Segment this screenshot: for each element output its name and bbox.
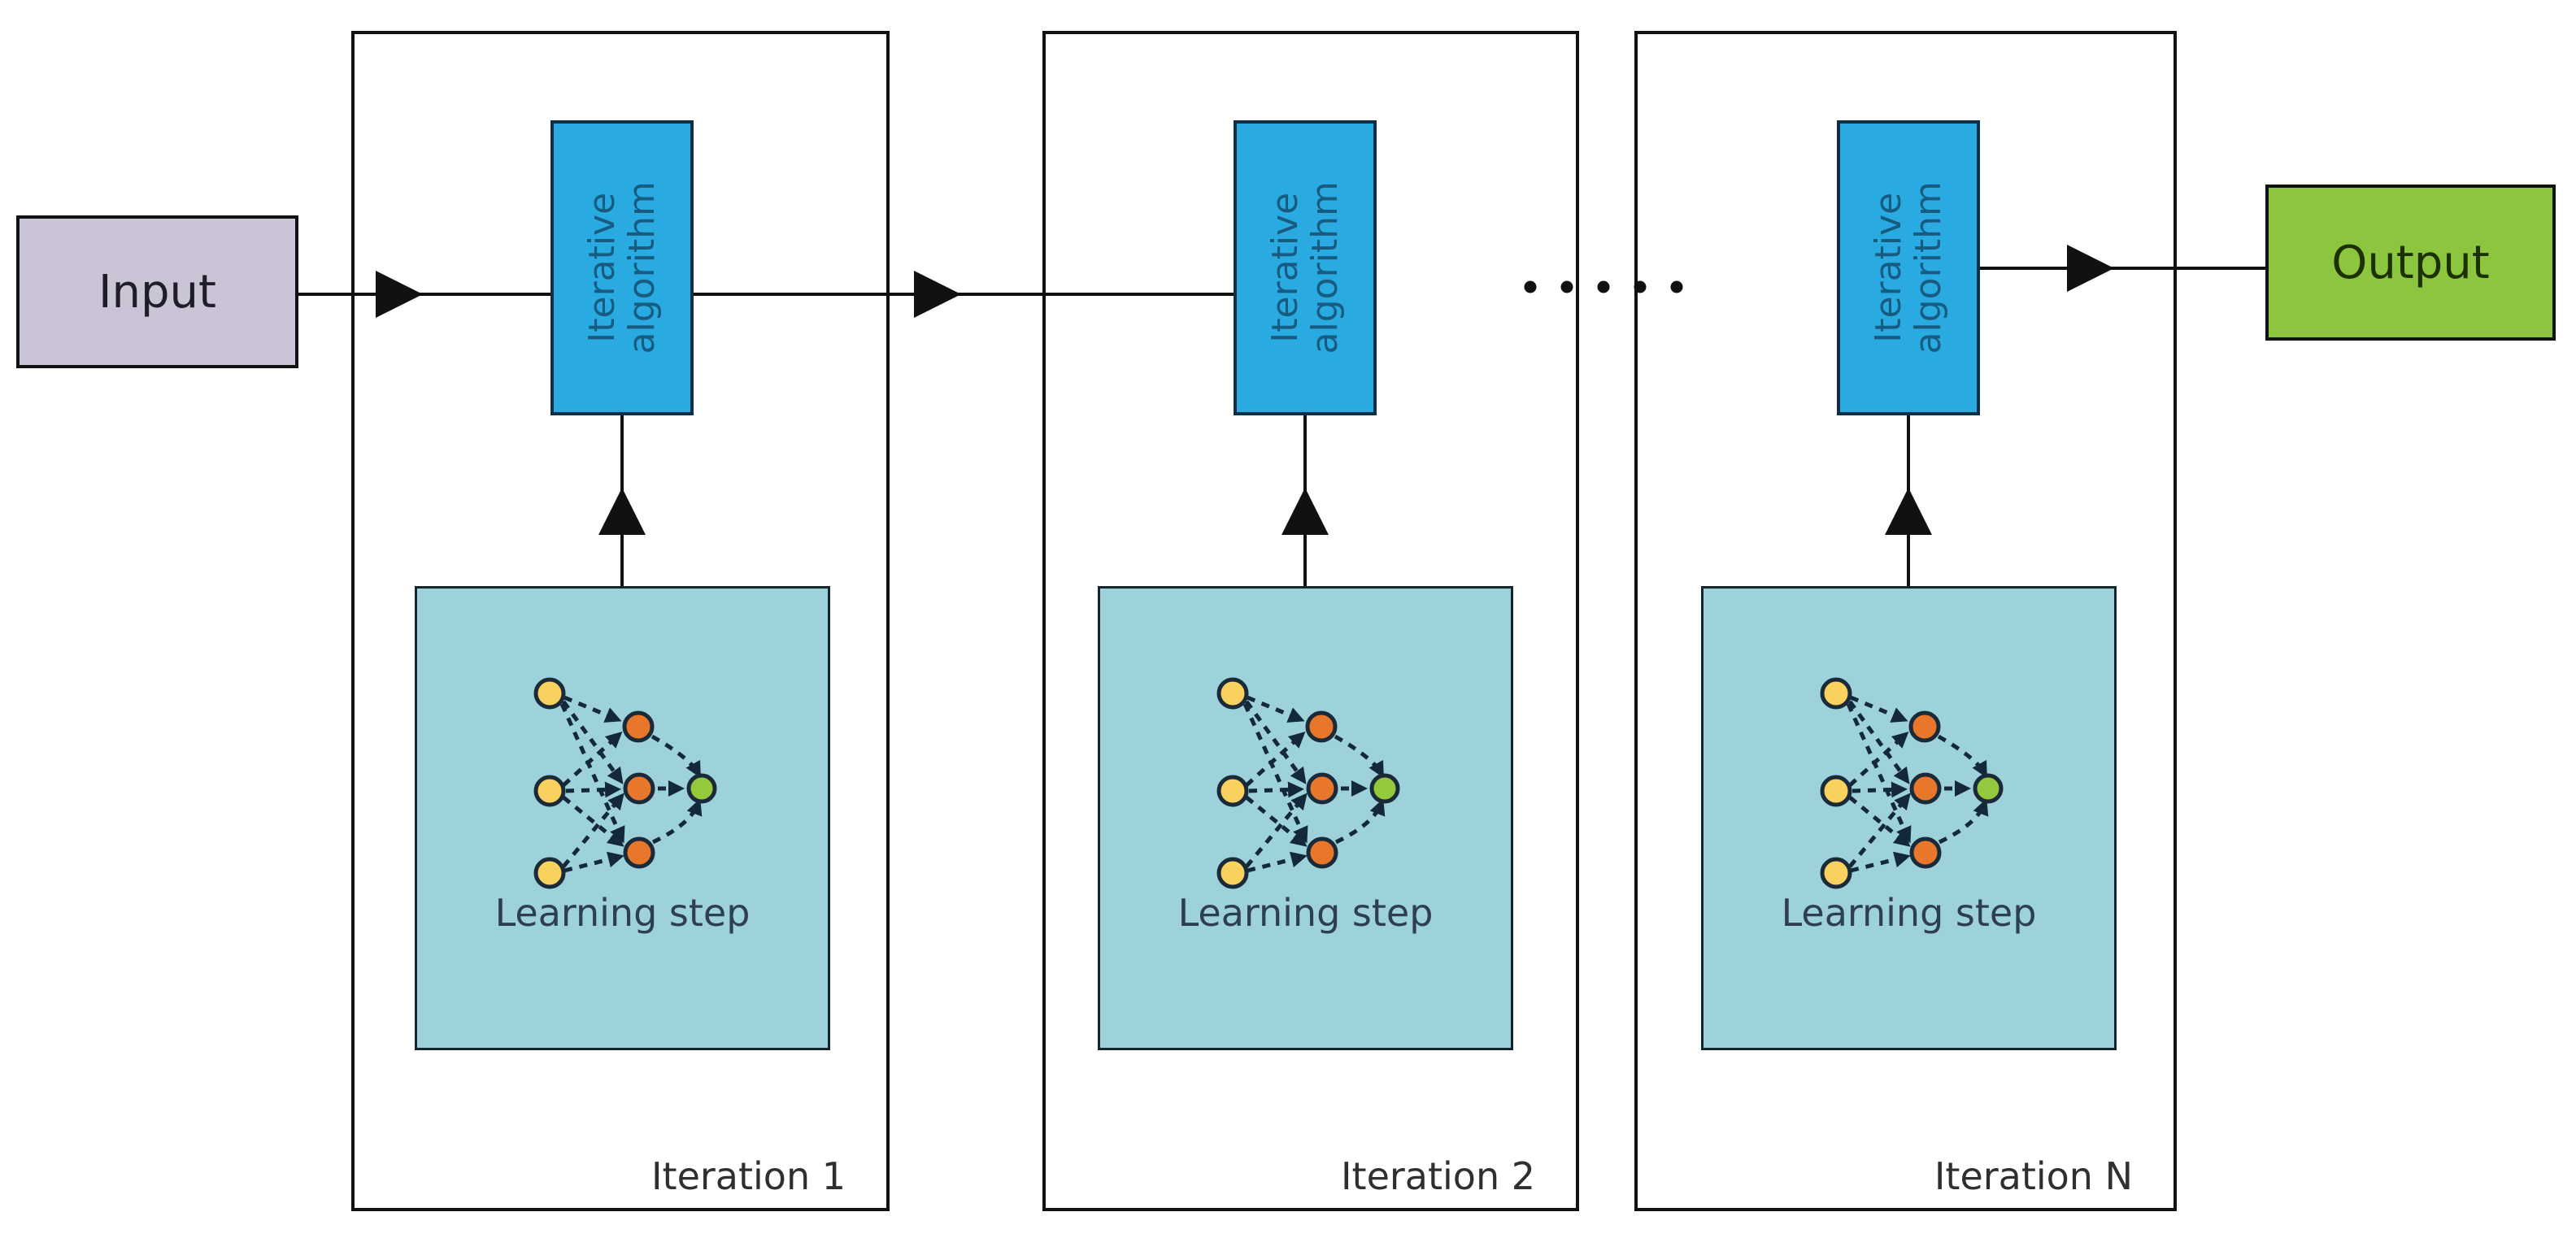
neural-network-icon [1820, 677, 2004, 889]
nn-links [1846, 695, 1989, 873]
iterative-algorithm-label-n: Iterative algorithm [1867, 181, 1949, 354]
neural-network-icon [1216, 677, 1400, 889]
hidden-node [1306, 772, 1338, 805]
input-label: Input [98, 265, 216, 319]
input-node [1820, 857, 1852, 889]
nn-links [559, 695, 703, 873]
hidden-node [1306, 836, 1338, 869]
iterative-algorithm-box-2: Iterative algorithm [1234, 120, 1377, 415]
iteration-n-label: Iteration N [1934, 1154, 2133, 1198]
iterative-algorithm-box-1: Iterative algorithm [550, 120, 694, 415]
iterative-algorithm-label-2: Iterative algorithm [1264, 181, 1346, 354]
iteration-n-frame: Iteration N [1634, 31, 2177, 1211]
learning-step-box-1: Learning step [415, 586, 830, 1050]
input-node [533, 857, 566, 889]
nn-nodes [533, 677, 717, 889]
learning-step-label-2: Learning step [1177, 891, 1434, 935]
nn-nodes [1820, 677, 2004, 889]
input-node [533, 677, 566, 710]
hidden-node [1909, 772, 1942, 805]
output-label: Output [2331, 236, 2490, 289]
learning-step-label-n: Learning step [1781, 891, 2037, 935]
iterative-algorithm-label-1: Iterative algorithm [581, 181, 663, 354]
output-node [1369, 773, 1400, 804]
ellipsis-dot [1597, 280, 1610, 293]
input-node [1216, 857, 1249, 889]
nn-links [1242, 695, 1386, 873]
input-box: Input [16, 215, 298, 368]
iteration-1-frame: Iteration 1 [351, 31, 890, 1211]
output-node [686, 773, 717, 804]
iteration-2-frame: Iteration 2 [1042, 31, 1579, 1211]
hidden-node [623, 836, 655, 869]
neural-network-icon [533, 677, 717, 889]
hidden-node [1909, 836, 1942, 869]
input-node [1216, 677, 1249, 710]
iteration-2-label: Iteration 2 [1340, 1154, 1535, 1198]
output-box: Output [2265, 185, 2556, 341]
iterative-algorithm-box-n: Iterative algorithm [1837, 120, 1980, 415]
output-node [1973, 773, 2004, 804]
hidden-node [622, 710, 655, 743]
iteration-1-label: Iteration 1 [651, 1154, 846, 1198]
learning-step-label-1: Learning step [494, 891, 751, 935]
input-node [1820, 677, 1852, 710]
learning-step-box-2: Learning step [1098, 586, 1513, 1050]
hidden-node [1305, 710, 1338, 743]
input-node [533, 775, 566, 807]
input-node [1820, 775, 1852, 807]
hidden-node [1908, 710, 1941, 743]
arrowhead-into-iteration-2 [914, 271, 961, 318]
learning-step-box-n: Learning step [1701, 586, 2117, 1050]
input-node [1216, 775, 1249, 807]
nn-nodes [1216, 677, 1400, 889]
hidden-node [623, 772, 655, 805]
